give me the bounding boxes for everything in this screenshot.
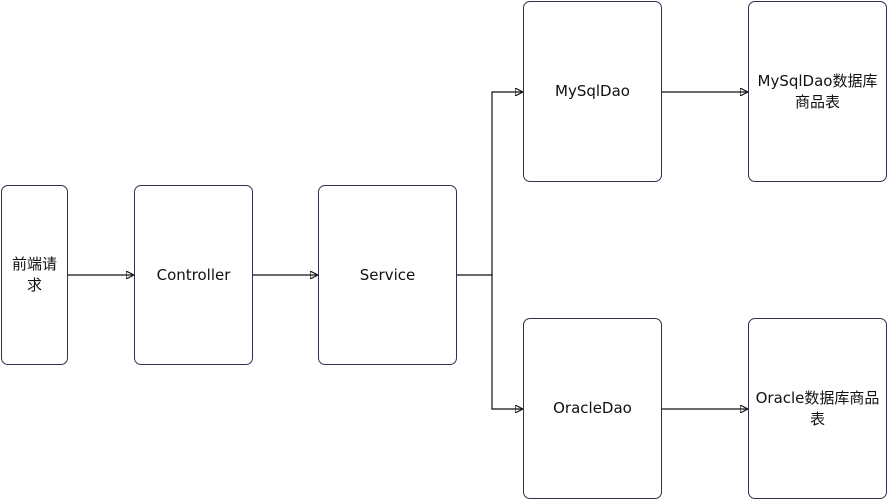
- node-service: Service: [318, 185, 457, 365]
- node-mysql-dao: MySqlDao: [523, 1, 662, 182]
- node-mysql-table-label: MySqlDao数据库商品表: [757, 71, 878, 111]
- edge-service-to-mysqldao: [457, 92, 522, 276]
- node-oracle-dao-label: OracleDao: [553, 399, 632, 417]
- node-service-label: Service: [359, 265, 416, 284]
- edge-service-to-oracledao: [491, 275, 522, 409]
- node-oracle-table-label: Oracle数据库商品表: [755, 388, 880, 428]
- node-controller-label: Controller: [156, 265, 231, 284]
- node-oracle-dao: OracleDao: [523, 318, 662, 499]
- node-frontend-request-label: 前端请求: [11, 255, 57, 294]
- node-oracle-table: Oracle数据库商品表: [748, 318, 887, 499]
- node-mysql-table: MySqlDao数据库商品表: [748, 1, 887, 182]
- node-frontend-request: 前端请求: [1, 185, 68, 365]
- node-controller: Controller: [134, 185, 253, 365]
- node-mysql-dao-label: MySqlDao: [555, 82, 630, 100]
